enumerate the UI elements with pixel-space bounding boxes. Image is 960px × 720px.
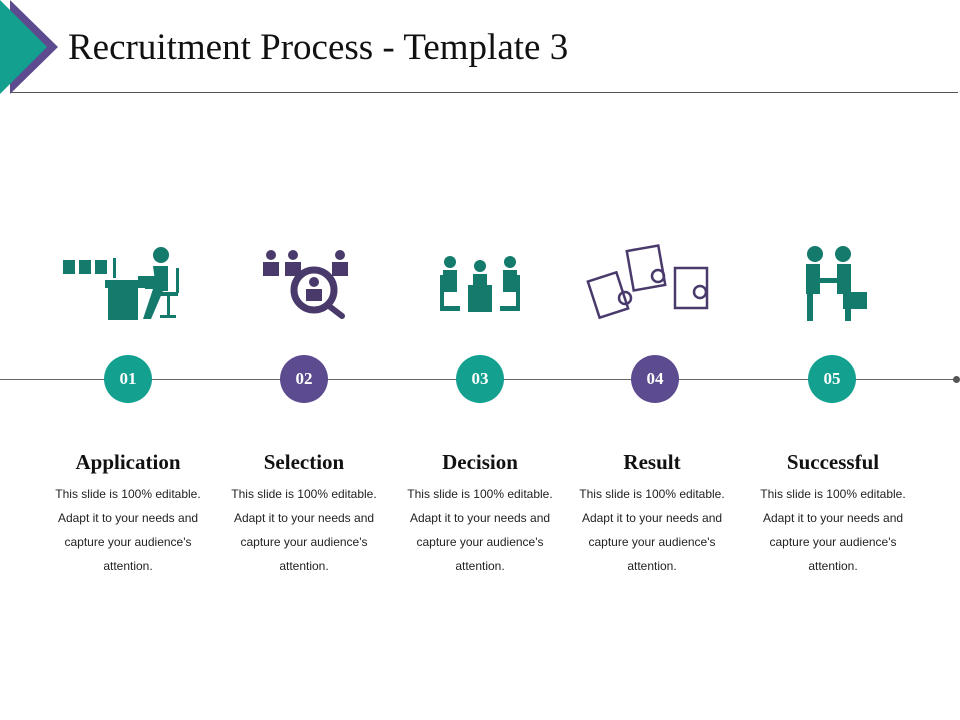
step-number-02: 02 [280, 355, 328, 403]
step-number-04: 04 [631, 355, 679, 403]
step-number-05: 05 [808, 355, 856, 403]
step-label-selection: Selection [263, 450, 345, 474]
step-label-successful: Successful [786, 450, 880, 474]
candidate-search-icon [263, 250, 348, 319]
page-title: Recruitment Process - Template 3 [68, 27, 569, 68]
timeline-end-dot [953, 376, 960, 383]
step-description: This slide is 100% editable. Adapt it to… [55, 487, 201, 573]
step-label-decision: Decision [442, 450, 518, 474]
step-description: This slide is 100% editable. Adapt it to… [231, 487, 377, 573]
step-label-application: Application [75, 450, 181, 474]
step-number-03: 03 [456, 355, 504, 403]
resume-review-icon [586, 244, 709, 320]
header-divider [10, 92, 958, 93]
interview-panel-icon [440, 256, 520, 312]
step-number-01: 01 [104, 355, 152, 403]
step-description: This slide is 100% editable. Adapt it to… [407, 487, 553, 573]
step-description: This slide is 100% editable. Adapt it to… [579, 487, 725, 573]
header-arrow-icon [0, 0, 58, 94]
person-at-desk-icon [63, 247, 179, 320]
step-description: This slide is 100% editable. Adapt it to… [760, 487, 906, 573]
handshake-icon [806, 246, 867, 321]
step-label-result: Result [623, 450, 681, 474]
